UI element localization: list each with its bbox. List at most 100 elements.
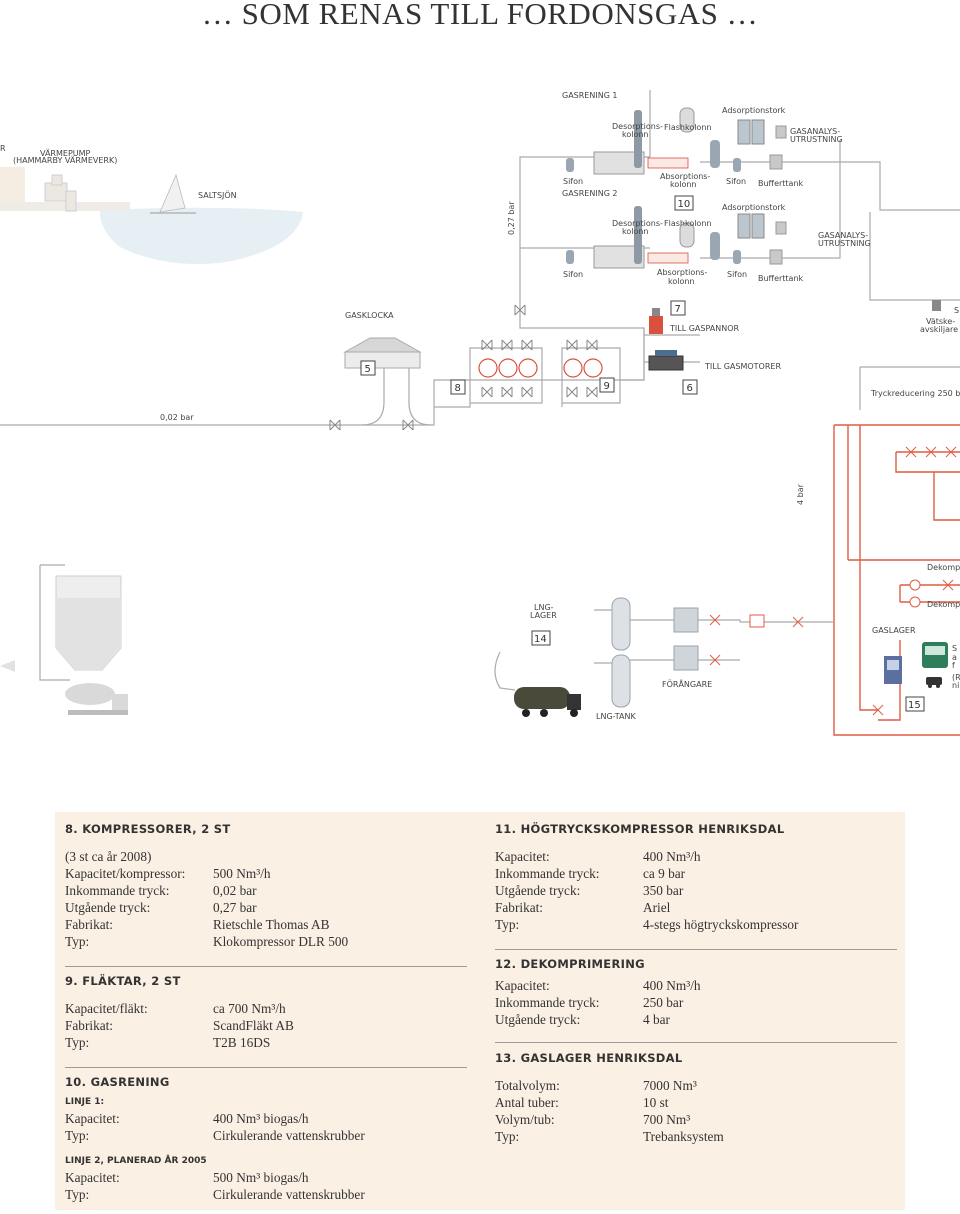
label-desorption-1b: kolonn [622, 130, 649, 139]
vatskeavskiljare-unit [932, 300, 941, 311]
svg-text:7: 7 [675, 304, 681, 315]
lng-valves-red [709, 614, 804, 666]
spec-row: Kapacitet/kompressor:500 Nm³/h [65, 866, 271, 881]
label-tryckreducering: Tryckreducering 250 bar [870, 389, 960, 398]
spec-row: Kapacitet/fläkt:ca 700 Nm³/h [65, 1001, 286, 1016]
label-absorption-2a: Absorptions- [657, 268, 707, 277]
spec-row: Typ:Cirkulerande vattenskrubber [65, 1128, 365, 1143]
gasrening-modules [566, 107, 787, 269]
badge-14: 14 [531, 630, 551, 646]
spec-row: Fabrikat:Ariel [495, 900, 671, 915]
divider [495, 1042, 897, 1043]
spec-panel: 8. KOMPRESSORER, 2 ST (3 st ca år 2008) … [55, 812, 905, 1210]
divider [495, 949, 897, 950]
spec-10-heading: 10. GASRENING [65, 1075, 170, 1089]
label-sifon-4: Sifon [727, 270, 747, 279]
spec-13-heading: 13. GASLAGER HENRIKSDAL [495, 1051, 683, 1065]
gasmotor-unit [648, 350, 684, 371]
label-flashkolonn-1: Flashkolonn [664, 123, 711, 132]
spec-row: Kapacitet:500 Nm³ biogas/h [65, 1170, 309, 1185]
spec-row: Kapacitet:400 Nm³/h [495, 849, 701, 864]
spec-row: Typ:T2B 16DS [65, 1035, 271, 1050]
forangare-units [673, 607, 699, 671]
process-diagram: VÄRMEPUMP (HAMMARBY VÄRMEVERK) SALTSJÖN … [0, 90, 960, 736]
label-edge-f: f [952, 661, 955, 670]
gas-pipes [0, 90, 960, 691]
badge-9: 9 [599, 377, 615, 393]
badge-6: 6 [682, 379, 698, 395]
label-edge-n: ni [952, 681, 959, 690]
spec-row: Fabrikat:ScandFläkt AB [65, 1018, 294, 1033]
lng-storage-tanks [611, 597, 631, 708]
label-varmepump: VÄRMEPUMP [40, 148, 91, 158]
badge-10: 10 [674, 195, 694, 211]
label-vatske-b: avskiljare [920, 325, 958, 334]
spec-row: Inkommande tryck:250 bar [495, 995, 684, 1010]
lng-tank-truck [514, 687, 581, 717]
badge-5: 5 [360, 360, 376, 376]
svg-text:9: 9 [604, 381, 610, 392]
label-0-02-bar: 0,02 bar [160, 413, 194, 422]
label-absorption-2b: kolonn [668, 277, 695, 286]
gaspanna-unit [649, 308, 663, 334]
saltsjon-area [0, 167, 303, 265]
label-till-gaspannor: TILL GASPANNOR [669, 324, 740, 333]
label-sifon-1: Sifon [563, 177, 583, 186]
label-s-edge: S [954, 306, 959, 315]
gas-dispenser [884, 656, 902, 684]
spec-row: Utgående tryck:0,27 bar [65, 900, 257, 915]
spec-10-line2-label: LINJE 2, PLANERAD ÅR 2005 [65, 1156, 207, 1166]
label-gaslager: GASLAGER [872, 626, 916, 635]
page-title: … SOM RENAS TILL FORDONSGAS … [201, 0, 759, 31]
label-sifon-3: Sifon [563, 270, 583, 279]
badge-8: 8 [450, 379, 466, 395]
label-lng-lager-a: LNG- [534, 603, 554, 612]
spec-row: Typ:4-stegs högtryckskompressor [495, 917, 799, 932]
spec-row: Utgående tryck:4 bar [495, 1012, 670, 1027]
spec-8-note: (3 st ca år 2008) [65, 849, 152, 864]
label-desorption-2b: kolonn [622, 227, 649, 236]
badge-7: 7 [670, 300, 686, 316]
label-dekomp-1: Dekompr [927, 563, 960, 572]
svg-text:5: 5 [365, 364, 371, 375]
spec-row: Fabrikat:Rietschle Thomas AB [65, 917, 330, 932]
label-lng-lager-b: LAGER [530, 611, 557, 620]
divider [65, 1067, 467, 1068]
label-hammarby: (HAMMARBY VÄRMEVERK) [13, 155, 117, 165]
spec-row: Typ:Klokompressor DLR 500 [65, 934, 349, 949]
label-sifon-2: Sifon [726, 177, 746, 186]
label-till-gasmotorer: TILL GASMOTORER [704, 362, 781, 371]
label-bufferttank-2: Bufferttank [758, 274, 804, 283]
spec-9-rows: Kapacitet/fläkt:ca 700 Nm³/h Fabrikat:Sc… [65, 1000, 467, 1051]
svg-text:10: 10 [678, 199, 691, 210]
spec-row: Kapacitet:400 Nm³ biogas/h [65, 1111, 309, 1126]
label-gasklocka: GASKLOCKA [345, 311, 394, 320]
high-pressure-pipes [833, 424, 960, 736]
label-forangare: FÖRÅNGARE [662, 678, 712, 689]
label-gasanalys-2a: GASANALYS- [818, 231, 868, 240]
svg-text:8: 8 [455, 383, 461, 394]
label-adsorptionstork-1: Adsorptionstork [722, 106, 786, 115]
label-saltsjon: SALTSJÖN [198, 190, 237, 200]
label-flashkolonn-2: Flashkolonn [664, 219, 711, 228]
spec-row: Typ:Trebanksystem [495, 1129, 724, 1144]
svg-text:15: 15 [908, 700, 921, 711]
spec-11-heading: 11. HÖGTRYCKSKOMPRESSOR HENRIKSDAL [495, 822, 785, 836]
label-gasanalys-1a: GASANALYS- [790, 127, 840, 136]
label-bufferttank-1: Bufferttank [758, 179, 804, 188]
label-desorption-1a: Desorptions- [612, 122, 663, 131]
divider [65, 966, 467, 967]
svg-text:6: 6 [687, 383, 693, 394]
label-edge-s: S [952, 644, 957, 653]
label-absorption-1a: Absorptions- [660, 172, 710, 181]
spec-8-rows: Kapacitet/kompressor:500 Nm³/h Inkommand… [65, 865, 467, 950]
spec-column-left: 8. KOMPRESSORER, 2 ST (3 st ca år 2008) … [65, 822, 467, 1203]
spec-row: Volym/tub:700 Nm³ [495, 1112, 691, 1127]
spec-10-line1-label: LINJE 1: [65, 1097, 105, 1107]
car-icon [926, 677, 942, 688]
label-4-bar: 4 bar [796, 483, 805, 505]
spec-row: Inkommande tryck:ca 9 bar [495, 866, 686, 881]
label-edge-a: a [952, 653, 957, 662]
spec-8-heading: 8. KOMPRESSORER, 2 ST [65, 822, 231, 836]
lng-truck-grey [65, 683, 128, 715]
